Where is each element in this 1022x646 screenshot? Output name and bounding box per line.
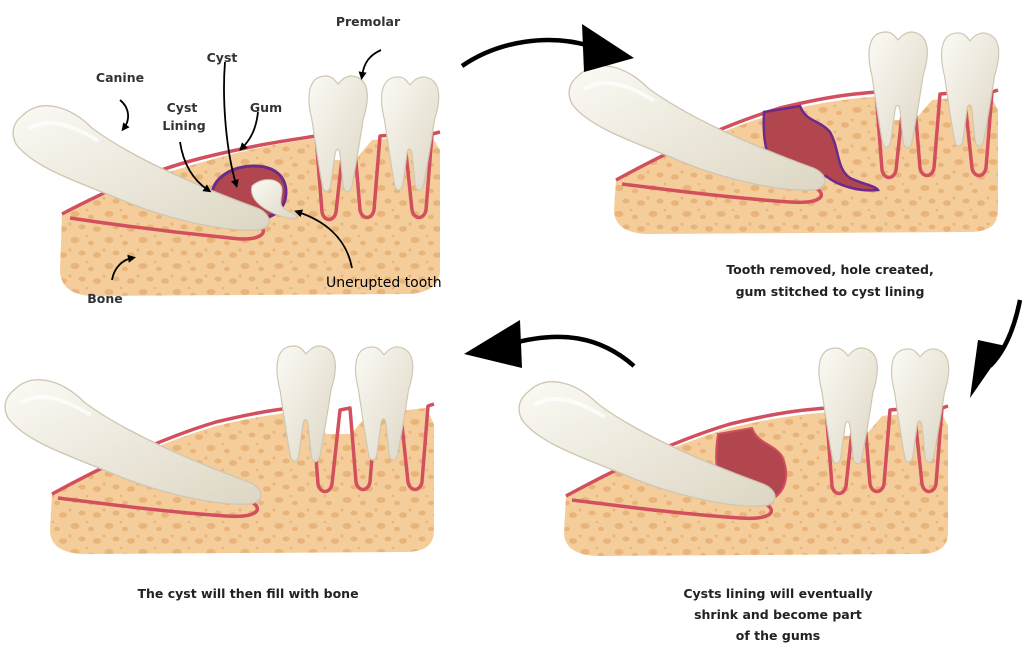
panel-tooth-removed: Tooth removed, hole created, gum stitche… [569, 32, 999, 299]
label-premolar: Premolar [336, 14, 401, 29]
panel-filled-with-bone: The cyst will then fill with bone [5, 346, 434, 601]
caption-step4: The cyst will then fill with bone [137, 586, 358, 601]
label-cyst-lining-1: Cyst [167, 100, 198, 115]
label-cyst: Cyst [207, 50, 238, 65]
panel-initial: Premolar Cyst Canine Cyst Lining Gum Une… [13, 14, 442, 306]
label-bone: Bone [87, 291, 123, 306]
label-cyst-lining-2: Lining [162, 118, 205, 133]
label-gum: Gum [250, 100, 282, 115]
caption-step3-line2: shrink and become part [694, 607, 862, 622]
caption-step3-line3: of the gums [736, 628, 820, 643]
panel-lining-shrinks: Cysts lining will eventually shrink and … [519, 348, 949, 643]
label-unerupted-tooth: Unerupted tooth [326, 275, 442, 291]
caption-step2-line2: gum stitched to cyst lining [736, 284, 925, 299]
caption-step2-line1: Tooth removed, hole created, [726, 262, 933, 277]
flow-arrow-1 [462, 40, 590, 66]
label-canine: Canine [96, 70, 144, 85]
caption-step3-line1: Cysts lining will eventually [683, 586, 872, 601]
flow-arrow-3 [510, 337, 634, 366]
